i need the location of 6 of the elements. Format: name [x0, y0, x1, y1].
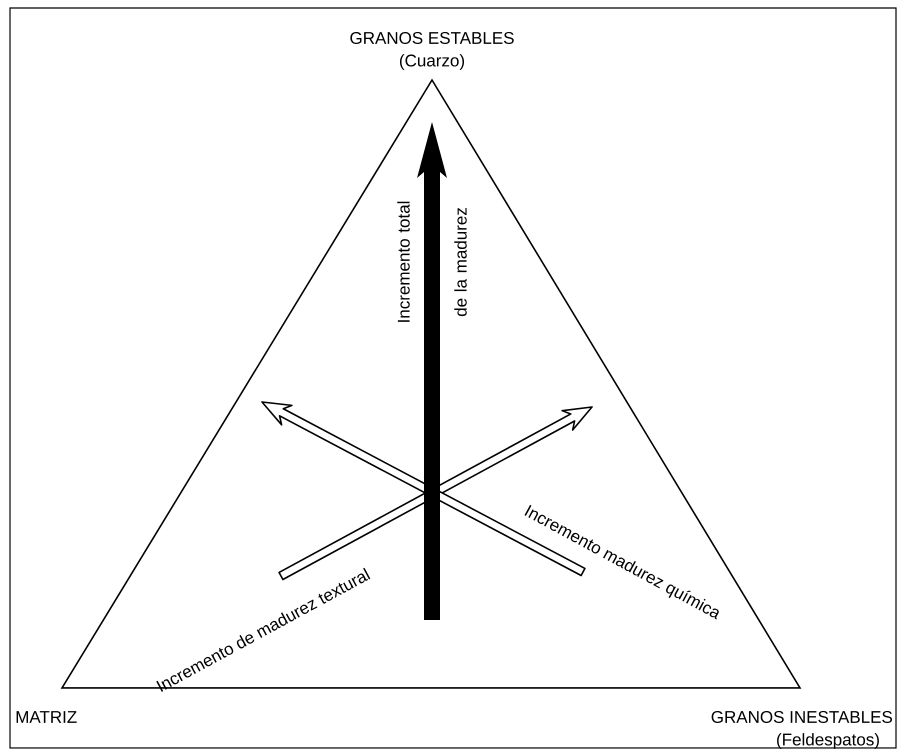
vertex-label: (Feldespatos) [777, 733, 879, 749]
vertex-label: GRANOS INESTABLES [712, 710, 892, 723]
vertex-label: GRANOS ESTABLES [350, 32, 514, 44]
vertex-label: MATRIZ [16, 711, 77, 723]
vertex-label: (Cuarzo) [400, 54, 464, 70]
arrow-label: Incremento total de la madurez [397, 202, 467, 322]
